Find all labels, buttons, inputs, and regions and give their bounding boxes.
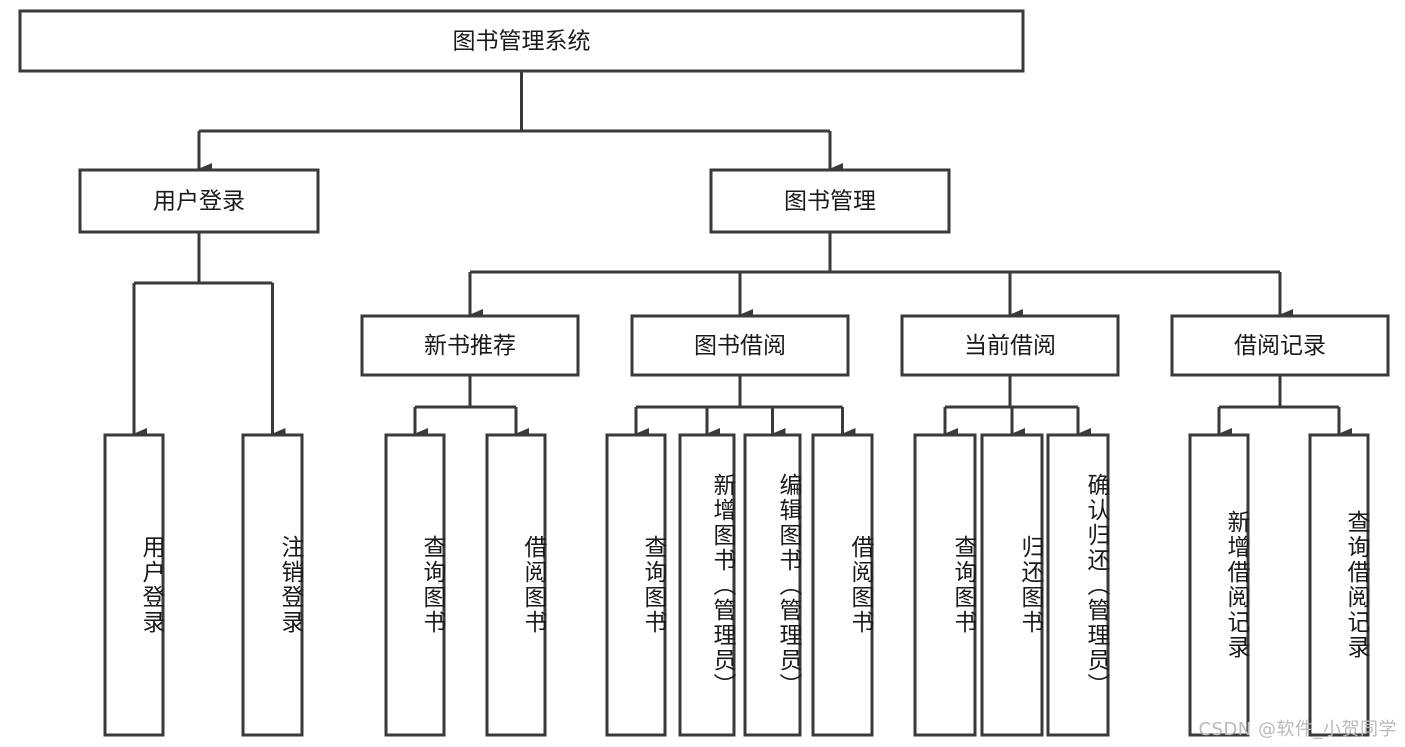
connectors-layer bbox=[132, 71, 1352, 440]
leaf-box-6[interactable] bbox=[743, 433, 802, 737]
node-root-label: 图书管理系统 bbox=[453, 29, 591, 55]
leaf-box-5[interactable] bbox=[678, 433, 736, 737]
leaf-box-11[interactable] bbox=[1188, 433, 1250, 737]
node-level3-box-0[interactable] bbox=[360, 314, 580, 377]
leaf-box-2[interactable] bbox=[384, 433, 446, 737]
leaf-box-4[interactable] bbox=[605, 433, 667, 737]
leaf-box-9[interactable] bbox=[980, 433, 1044, 737]
boxes-layer bbox=[18, 9, 1390, 737]
node-level3-box-1[interactable] bbox=[630, 314, 850, 377]
node-level3-label-2: 当前借阅 bbox=[964, 333, 1056, 359]
node-level3-label-3: 借阅记录 bbox=[1234, 333, 1326, 359]
node-level2-label-1: 图书管理 bbox=[784, 189, 876, 215]
node-level3-box-2[interactable] bbox=[900, 314, 1120, 377]
leaf-box-0[interactable] bbox=[103, 433, 165, 737]
node-level2-label-0: 用户登录 bbox=[153, 189, 245, 215]
node-level2-box-0[interactable] bbox=[78, 168, 320, 234]
leaf-box-7[interactable] bbox=[811, 433, 874, 737]
csdn-watermark: CSDN @软件_小贺同学 bbox=[1198, 719, 1397, 740]
node-level3-box-3[interactable] bbox=[1170, 314, 1390, 377]
leaf-box-12[interactable] bbox=[1308, 433, 1370, 737]
leaf-box-8[interactable] bbox=[913, 433, 977, 737]
leaf-box-3[interactable] bbox=[485, 433, 547, 737]
node-level2-box-1[interactable] bbox=[709, 168, 951, 234]
leaf-box-1[interactable] bbox=[241, 433, 304, 737]
node-level3-label-0: 新书推荐 bbox=[424, 333, 516, 359]
node-level3-label-1: 图书借阅 bbox=[694, 333, 786, 359]
node-root-box[interactable] bbox=[18, 9, 1025, 73]
leaf-box-10[interactable] bbox=[1046, 433, 1110, 737]
